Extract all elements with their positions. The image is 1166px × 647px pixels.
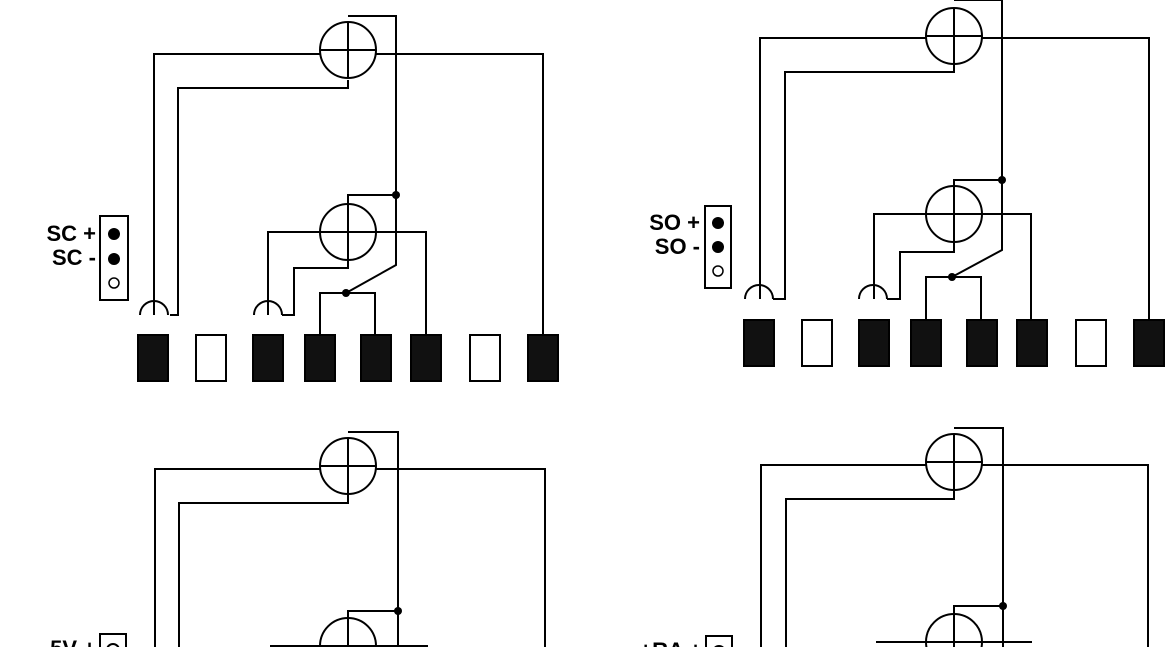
wiring-diagram-so: SO + SO -	[649, 0, 1165, 367]
wire-crossover	[139, 300, 169, 316]
wire	[773, 64, 955, 300]
terminal-4	[304, 334, 336, 382]
wire	[925, 276, 982, 320]
wire	[153, 53, 320, 315]
wire	[951, 180, 1003, 278]
wire-crossover	[858, 284, 888, 300]
wire	[178, 494, 349, 647]
jumper-label-bottom: SO -	[655, 234, 700, 259]
wire	[282, 260, 349, 316]
wire	[376, 53, 544, 335]
terminal-5	[966, 319, 998, 367]
jumper-pin-filled	[712, 217, 724, 229]
wiring-diagram-sc: SC + SC -	[46, 15, 559, 382]
jumper-pin-empty	[106, 643, 120, 647]
wire	[348, 431, 399, 611]
wire	[760, 464, 926, 647]
wire	[954, 427, 1004, 606]
terminal-8	[1133, 319, 1165, 367]
wire	[376, 231, 427, 335]
jumper-pin-filled	[108, 228, 120, 240]
jumper-pin-empty	[108, 277, 120, 289]
wire	[154, 468, 320, 647]
wire	[267, 231, 320, 315]
jumper-pin-filled	[108, 253, 120, 265]
terminal-7	[1075, 319, 1107, 367]
terminal-2	[801, 319, 833, 367]
jumper-block	[99, 633, 127, 647]
jumper-pin-filled	[712, 241, 724, 253]
wire	[953, 179, 1002, 186]
jumper-pin-empty	[712, 265, 724, 277]
wire	[873, 213, 926, 299]
terminal-1	[137, 334, 169, 382]
wire	[345, 195, 397, 294]
terminal-4	[910, 319, 942, 367]
jumper-label-bottom: SC -	[52, 245, 96, 270]
wire	[376, 468, 546, 647]
wire	[170, 80, 349, 316]
wire-crossover	[744, 284, 774, 300]
terminal-6	[410, 334, 442, 382]
junction-dot	[342, 289, 350, 297]
wire	[347, 610, 398, 618]
terminal-5	[360, 334, 392, 382]
junction-dot	[394, 607, 402, 615]
wire	[982, 213, 1032, 320]
jumper-label-top: +RA +	[639, 638, 702, 647]
wire	[347, 194, 396, 204]
terminal-3	[252, 334, 284, 382]
junction-dot	[392, 191, 400, 199]
wire	[319, 292, 376, 335]
terminal-7	[469, 334, 501, 382]
wire	[348, 15, 397, 195]
terminal-8	[527, 334, 559, 382]
wire	[954, 0, 1003, 180]
wire	[785, 490, 955, 647]
jumper-block	[705, 635, 733, 647]
wiring-diagram-ra: +RA +	[639, 427, 1149, 647]
terminal-1	[743, 319, 775, 367]
terminal-2	[195, 334, 227, 382]
terminal-6	[1016, 319, 1048, 367]
terminal-3	[858, 319, 890, 367]
jumper-label-top: SO +	[649, 210, 700, 235]
wire	[953, 605, 1003, 614]
jumper-label-top: 5V +	[50, 636, 96, 647]
junction-dot	[998, 176, 1006, 184]
wire	[887, 242, 955, 300]
wire	[759, 37, 926, 299]
wire-crossover	[253, 300, 283, 316]
junction-dot	[999, 602, 1007, 610]
wiring-diagram-5v: 5V +	[50, 431, 546, 647]
junction-dot	[948, 273, 956, 281]
jumper-label-top: SC +	[46, 221, 96, 246]
wire	[982, 37, 1150, 320]
wire	[982, 464, 1149, 647]
